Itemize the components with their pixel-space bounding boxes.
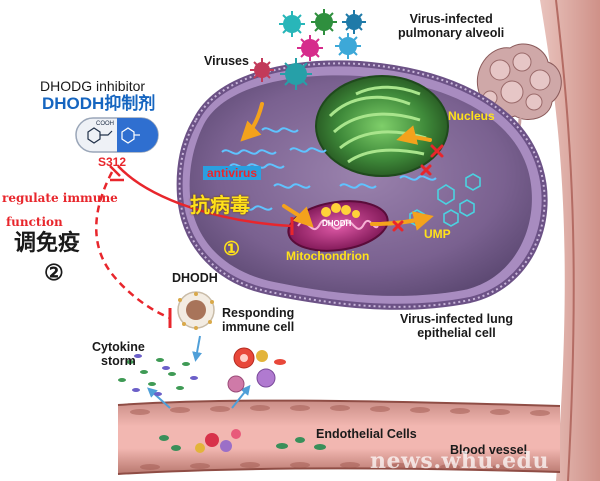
dhodh-mito-label: DHODH — [322, 219, 352, 228]
dhodh-enzyme-cluster — [321, 203, 360, 218]
inhibition-pathways — [95, 165, 294, 328]
cytokine-release-arrow — [147, 387, 171, 409]
blood-cells — [159, 429, 326, 453]
nucleus-label: Nucleus — [448, 109, 495, 123]
immune-cell-arrow — [192, 335, 202, 362]
block-marks — [392, 144, 444, 232]
recruited-immune-cells — [227, 347, 286, 393]
immunomodulation-cn-label: 调免疫 — [14, 230, 81, 255]
watermark: news.whu.edu — [370, 448, 549, 474]
responding-immune-cell-label: Responding immune cell — [222, 306, 295, 335]
tissue-edge — [540, 0, 600, 481]
viruses-label: Viruses — [204, 54, 249, 68]
dhodg-inhibitor-label: DHODG inhibitor — [40, 78, 146, 94]
blood-vessel-label: Blood vessel — [450, 443, 528, 457]
antivirus-cn-label: 抗病毒 — [190, 195, 250, 217]
immune-recruit-arrow — [231, 384, 251, 409]
antivirus-badge: antivirus — [203, 166, 262, 180]
cytokine-particles — [118, 354, 198, 396]
alveoli-label: Virus-infected pulmonary alveoli — [398, 12, 505, 41]
compound-name-label: S312 — [98, 155, 127, 169]
mitochondrion-label: Mitochondrion — [286, 249, 370, 263]
lung-epithelial-cell-label: Virus-infected lung epithelial cell — [400, 312, 513, 341]
inhibitor-capsule — [75, 117, 159, 153]
regulate-immune-label: regulate immune — [2, 191, 118, 205]
tissue-edge-line — [555, 0, 575, 481]
marker-2: ② — [44, 260, 64, 285]
marker-1: ① — [223, 239, 241, 260]
cytokine-storm-label: Cytokine storm — [92, 340, 145, 369]
function-label: function — [6, 215, 63, 229]
immune-cell — [177, 291, 215, 330]
molecule-structure-icon — [87, 127, 113, 144]
nucleus-organelle — [315, 75, 449, 177]
blood-vessel — [117, 399, 561, 475]
ump-label: UMP — [424, 227, 451, 241]
dhodh-immune-label: DHODH — [172, 271, 218, 285]
endothelial-cells-label: Endothelial Cells — [316, 427, 417, 441]
dhodh-inhibitor-cn-label: DHODH抑制剂 — [42, 94, 156, 113]
compound-tag: COOH — [96, 121, 114, 127]
virus-particles — [250, 9, 366, 90]
